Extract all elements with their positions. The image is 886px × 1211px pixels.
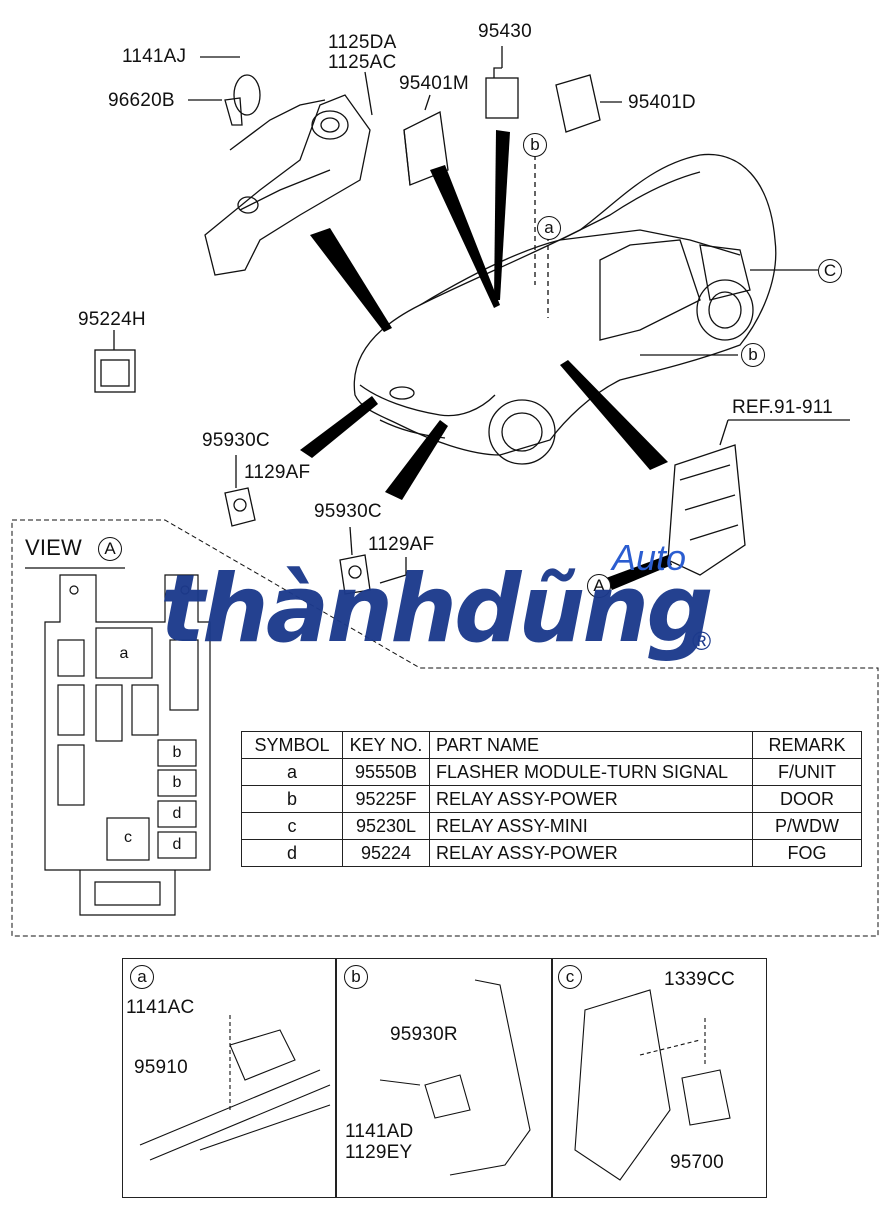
part-label-95930r: 95930R [390,1024,458,1045]
table-row: c 95230L RELAY ASSY-MINI P/WDW [241,812,862,840]
part-label-95700: 95700 [670,1152,724,1173]
cell-key: 95224 [342,839,430,867]
part-label-96620b: 96620B [108,90,175,111]
cell-part: RELAY ASSY-POWER [429,839,753,867]
table-row: d 95224 RELAY ASSY-POWER FOG [241,839,862,867]
callout-view-a: A [587,574,611,598]
cell-key: 95225F [342,785,430,813]
slot-d2: d [172,836,182,853]
cell-remark: F/UNIT [752,758,862,786]
cell-key: 95230L [342,812,430,840]
view-marker: A [98,537,122,561]
callout-b-top: b [523,133,547,157]
slot-b2: b [172,774,182,791]
table-row: a 95550B FLASHER MODULE-TURN SIGNAL F/UN… [241,758,862,786]
panel-b-tag: b [344,965,368,989]
slot-c: c [124,829,132,846]
part-label-1141ad: 1141AD [345,1121,414,1142]
cell-remark: DOOR [752,785,862,813]
part-label-1141ac: 1141AC [126,997,195,1018]
callout-b-door: b [741,343,765,367]
watermark-logo: thànhdũng [160,555,714,664]
cell-symbol: a [241,758,343,786]
part-label-95430: 95430 [478,21,532,42]
view-title-text: VIEW [25,535,83,560]
view-title: VIEW [25,535,83,560]
detail-panel-c [551,958,767,1198]
detail-panel-b [335,958,553,1198]
part-label-95910: 95910 [134,1057,188,1078]
part-label-1141aj: 1141AJ [122,46,187,67]
part-label-95930c-top: 95930C [202,430,270,451]
cell-symbol: d [241,839,343,867]
cell-remark: P/WDW [752,812,862,840]
part-label-1125ac: 1125AC [328,52,397,73]
part-label-95401m: 95401M [399,73,469,94]
callout-c: C [818,259,842,283]
cell-key: 95550B [342,758,430,786]
header-remark: REMARK [752,731,862,759]
cell-symbol: c [241,812,343,840]
callout-a: a [537,216,561,240]
ref-label: REF.91-911 [732,397,833,418]
cell-symbol: b [241,785,343,813]
header-symbol: SYMBOL [241,731,343,759]
watermark-auto: Auto [612,537,687,578]
part-label-95224h: 95224H [78,309,146,330]
parts-table: SYMBOL KEY NO. PART NAME REMARK a 95550B… [241,731,862,867]
part-label-95930c-mid: 95930C [314,501,382,522]
part-label-1129af-mid: 1129AF [368,534,435,555]
part-label-1129af-top: 1129AF [244,462,311,483]
header-part-name: PART NAME [429,731,753,759]
detail-panel-a [122,958,337,1198]
slot-a: a [119,645,129,662]
header-key-no: KEY NO. [342,731,430,759]
table-row: b 95225F RELAY ASSY-POWER DOOR [241,785,862,813]
panel-a-tag: a [130,965,154,989]
slot-d1: d [172,805,182,822]
panel-c-tag: c [558,965,582,989]
part-label-1129ey: 1129EY [345,1142,413,1163]
table-header-row: SYMBOL KEY NO. PART NAME REMARK [241,731,862,759]
cell-remark: FOG [752,839,862,867]
watermark-registered: ® [692,626,712,656]
cell-part: RELAY ASSY-POWER [429,785,753,813]
part-label-1339cc: 1339CC [664,969,735,990]
part-label-1125da: 1125DA [328,32,397,53]
slot-b1: b [172,744,182,761]
cell-part: FLASHER MODULE-TURN SIGNAL [429,758,753,786]
cell-part: RELAY ASSY-MINI [429,812,753,840]
part-label-95401d: 95401D [628,92,696,113]
